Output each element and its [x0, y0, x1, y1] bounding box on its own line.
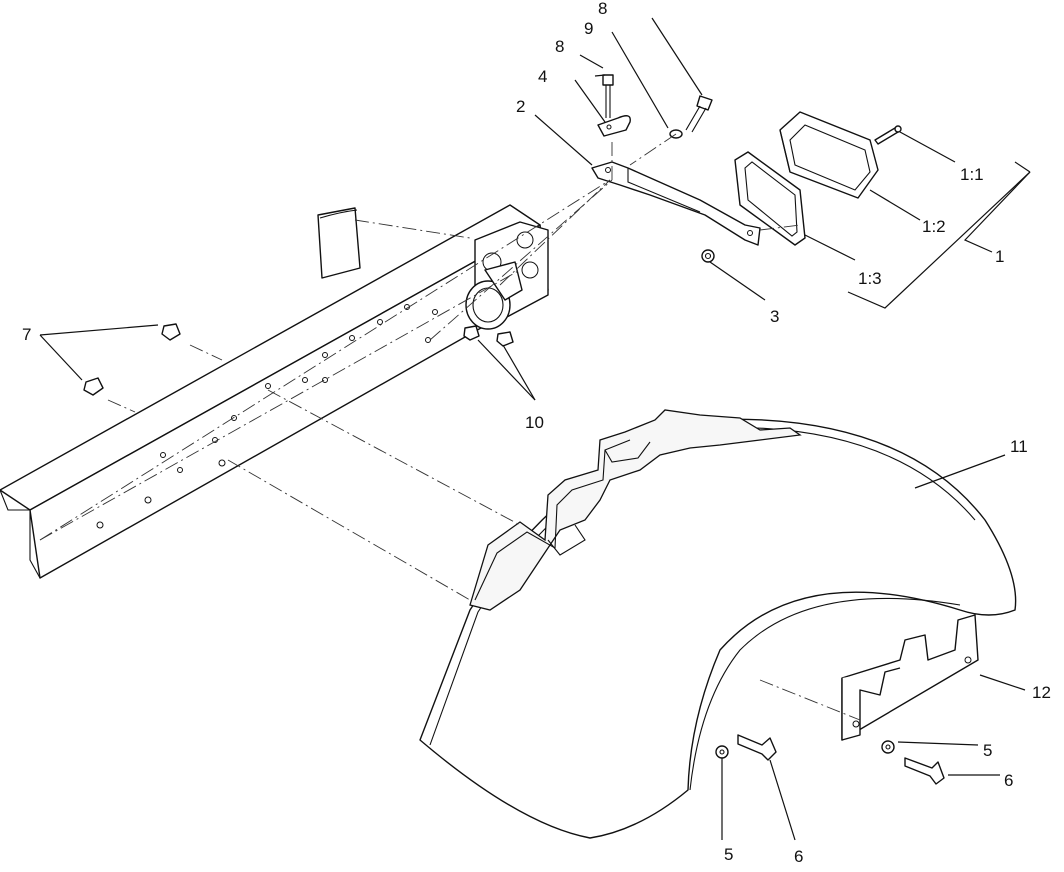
washers-bolts-fender [715, 734, 945, 785]
tail-light-screw [874, 125, 902, 145]
leader-lines [39, 17, 1031, 841]
mount-bracket [591, 161, 761, 246]
callout-1-2: 1:2 [922, 217, 946, 236]
tail-light-gasket [734, 151, 806, 246]
callout-5-right: 5 [983, 741, 992, 760]
callout-7: 7 [22, 325, 31, 344]
tail-light-lens [779, 111, 879, 199]
callout-4: 4 [538, 67, 547, 86]
callout-8: 8 [555, 37, 564, 56]
callout-3: 3 [770, 307, 779, 326]
bolt-vertical [602, 74, 614, 118]
nut-bracket [701, 249, 715, 263]
callout-8-top: 8 [598, 0, 607, 18]
callout-2: 2 [516, 97, 525, 116]
callout-10: 10 [525, 413, 544, 432]
nuts-rail [83, 323, 181, 396]
nuts-mount [463, 325, 514, 347]
callout-6-right: 6 [1004, 771, 1013, 790]
callout-1-1: 1:1 [960, 165, 984, 184]
clamp [597, 115, 631, 137]
frame-rail [0, 204, 549, 579]
callout-labels: 8 9 8 4 2 1:1 1:2 1 1:3 3 7 10 11 12 5 6… [22, 0, 1051, 866]
fender [419, 409, 1017, 839]
callout-1-3: 1:3 [858, 269, 882, 288]
callout-11: 11 [1010, 437, 1028, 456]
bolt-angled [685, 95, 713, 133]
callout-1: 1 [995, 247, 1004, 266]
callout-9: 9 [584, 19, 593, 38]
callout-6-bottom: 6 [794, 847, 803, 866]
callout-5-bottom: 5 [724, 845, 733, 864]
alignment-lines [39, 133, 861, 721]
callout-12: 12 [1032, 683, 1051, 702]
fender-bracket [841, 614, 979, 741]
